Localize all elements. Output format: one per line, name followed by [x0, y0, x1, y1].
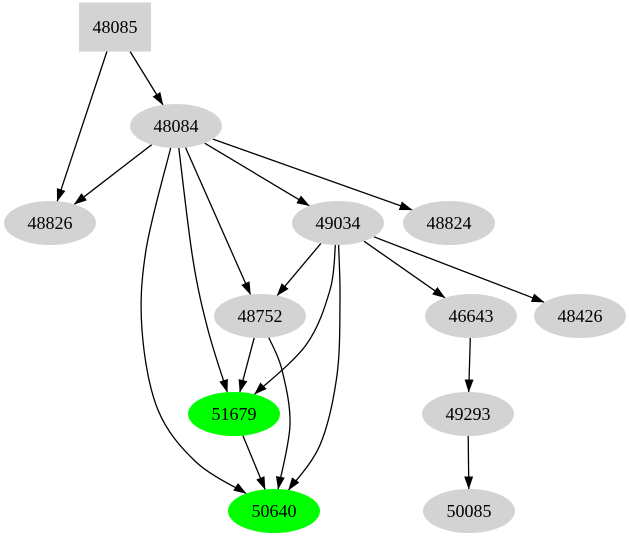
node-ellipse-shape	[188, 392, 280, 436]
graph-node-48826: 48826	[4, 201, 96, 245]
node-label-48826: 48826	[28, 213, 73, 233]
edges-layer	[56, 51, 545, 495]
edge-48084-48824	[212, 138, 413, 211]
edge-49034-48752	[276, 242, 322, 297]
node-label-49034: 49034	[316, 213, 361, 233]
edge-49034-46643	[363, 240, 446, 299]
node-label-48084: 48084	[154, 116, 199, 136]
node-ellipse-shape	[534, 294, 626, 338]
graph-node-46643: 46643	[425, 294, 517, 338]
node-label-48085: 48085	[93, 17, 138, 37]
edge-48084-51679	[178, 147, 228, 393]
nodes-layer: 48085 48084 48826 49034 48824 48752 46643 48426…	[4, 2, 626, 533]
node-ellipse-shape	[403, 201, 495, 245]
edge-51679-50640	[242, 435, 266, 490]
node-ellipse-shape	[425, 294, 517, 338]
edge-49034-50640	[287, 244, 341, 491]
node-ellipse-shape	[214, 294, 306, 338]
graph-node-50085: 50085	[423, 489, 515, 533]
node-label-49293: 49293	[446, 404, 491, 424]
node-ellipse-shape	[423, 489, 515, 533]
node-ellipse-shape	[130, 104, 222, 148]
node-ellipse-shape	[292, 201, 384, 245]
node-ellipse-shape	[422, 392, 514, 436]
edge-49034-48426	[373, 236, 545, 303]
edge-49034-51679	[254, 244, 337, 395]
edge-48084-48826	[73, 144, 153, 205]
graph-node-51679: 51679	[188, 392, 280, 436]
edge-46643-49293	[464, 337, 474, 393]
node-ellipse-shape	[228, 489, 320, 533]
graph-node-49293: 49293	[422, 392, 514, 436]
graph-node-49034: 49034	[292, 201, 384, 245]
node-label-50085: 50085	[447, 501, 492, 521]
graph-node-50640: 50640	[228, 489, 320, 533]
edge-48084-50640	[140, 147, 247, 495]
graph-node-48824: 48824	[403, 201, 495, 245]
node-label-51679: 51679	[212, 404, 257, 424]
node-label-48824: 48824	[427, 213, 472, 233]
node-label-48752: 48752	[238, 306, 283, 326]
node-box-shape	[79, 2, 151, 52]
node-ellipse-shape	[4, 201, 96, 245]
node-label-50640: 50640	[252, 501, 297, 521]
edge-48084-48752	[184, 147, 252, 295]
node-label-46643: 46643	[449, 306, 494, 326]
edge-48084-49034	[204, 142, 310, 207]
edge-48085-48826	[56, 51, 108, 202]
edge-49293-50085	[464, 435, 474, 490]
edge-48752-51679	[238, 337, 255, 393]
graph-node-48085: 48085	[79, 2, 151, 52]
graph-node-48426: 48426	[534, 294, 626, 338]
node-label-48426: 48426	[558, 306, 603, 326]
graph-node-48752: 48752	[214, 294, 306, 338]
edge-48085-48084	[129, 51, 164, 106]
graph-node-48084: 48084	[130, 104, 222, 148]
edge-48752-50640	[268, 337, 291, 490]
